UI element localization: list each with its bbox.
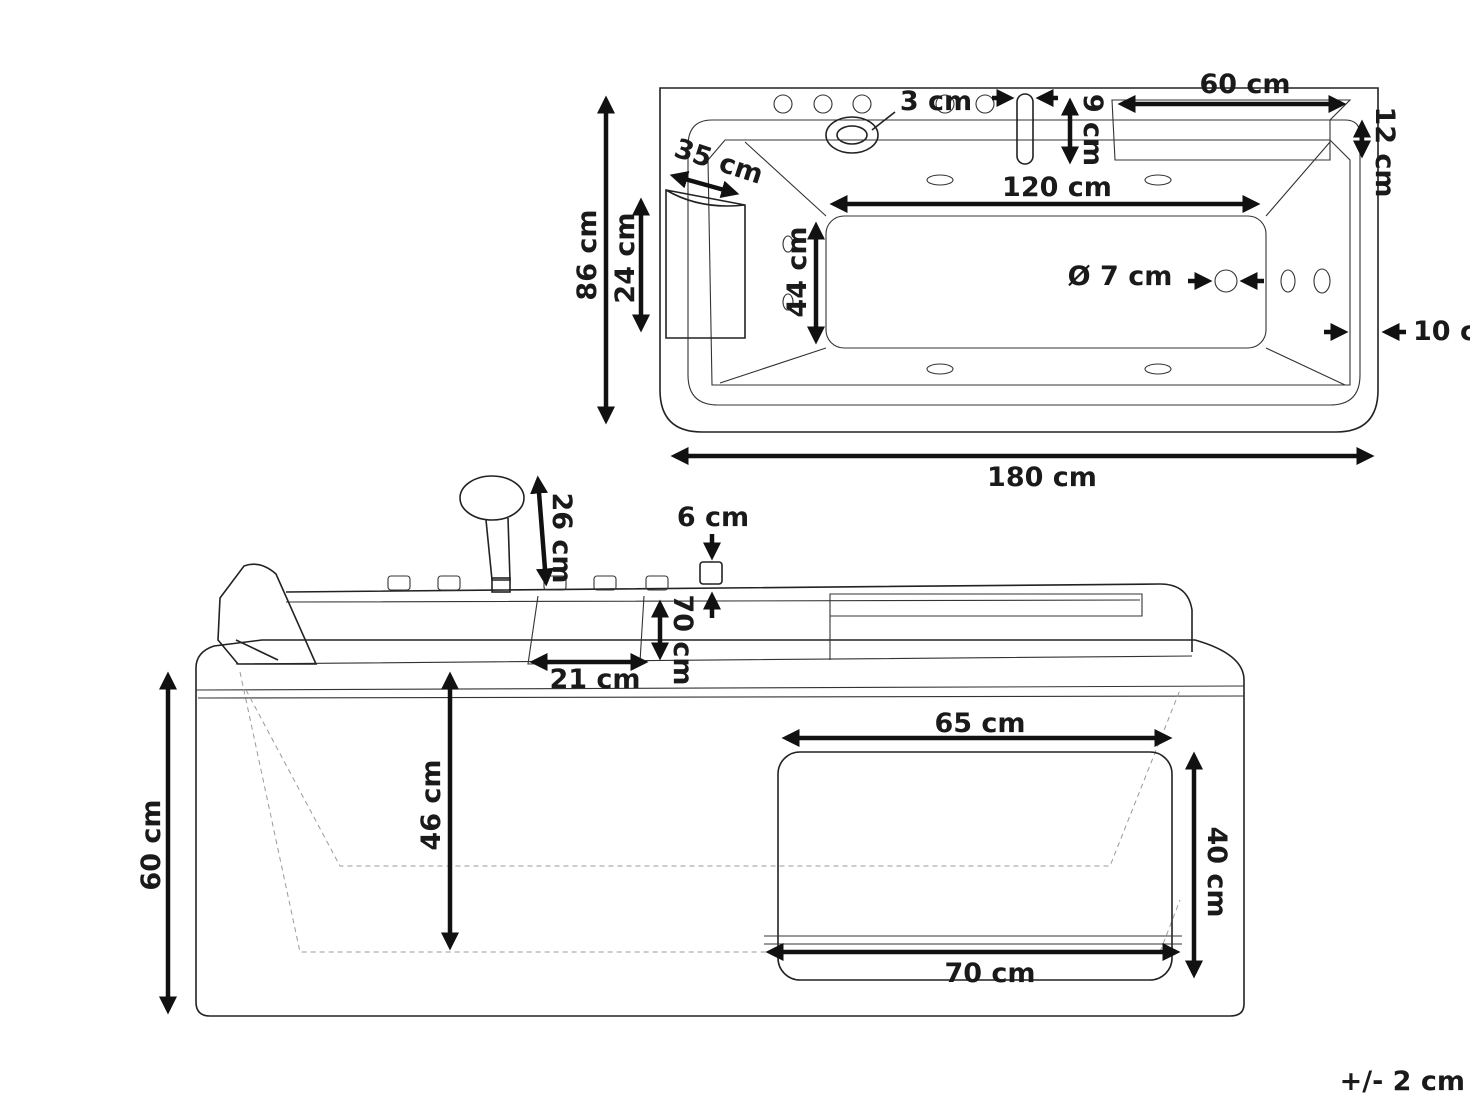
top-handshower <box>825 111 896 154</box>
side-handshower <box>459 475 525 593</box>
side-access-width-label: 65 cm <box>934 708 1025 739</box>
top-pillow <box>665 189 746 339</box>
top-basin-slants <box>719 141 1346 386</box>
side-shelf <box>829 593 1143 660</box>
top-spout <box>1016 93 1034 165</box>
side-hidden-interior <box>239 671 1181 953</box>
side-control-panel <box>527 595 645 665</box>
top-basin-floor <box>825 215 1267 349</box>
top-drain-diameter-label: Ø 7 cm <box>1068 261 1173 292</box>
side-headrest <box>217 563 318 665</box>
top-pillow-width-label: 35 cm <box>671 133 767 191</box>
side-spout <box>699 561 723 585</box>
side-access-bottom-label: 70 cm <box>944 958 1035 989</box>
side-rim-line-1 <box>195 685 1245 691</box>
side-body-outline <box>195 639 1245 1017</box>
side-access-rail <box>764 935 1182 945</box>
top-drain <box>1214 269 1238 293</box>
top-width-label: 86 cm <box>572 209 603 300</box>
top-jets <box>782 174 1331 375</box>
top-inner-length-label: 120 cm <box>1002 172 1112 203</box>
top-shelf-width-label: 60 cm <box>1199 69 1290 100</box>
top-control-knobs <box>773 94 995 114</box>
tolerance-note: +/- 2 cm <box>1340 1066 1465 1097</box>
top-faucet-depth-label: 9 cm <box>1077 94 1108 166</box>
side-panel-width-label: 21 cm <box>549 664 640 695</box>
top-shelf-depth-label: 12 cm <box>1369 106 1400 197</box>
top-rim-offset-label: 10 c <box>1413 316 1470 347</box>
top-outer-shell <box>659 87 1379 433</box>
top-inner-width-label: 44 cm <box>782 226 813 317</box>
side-control-knobs <box>387 575 669 591</box>
side-access-panel <box>777 751 1173 981</box>
side-spout-height-label: 6 cm <box>677 502 749 533</box>
side-total-height-label: 60 cm <box>136 799 167 890</box>
side-inner-depth-label: 46 cm <box>416 759 447 850</box>
top-length-label: 180 cm <box>987 462 1097 493</box>
top-view: 86 cm 180 cm 60 cm 12 cm 3 cm 9 cm 35 cm… <box>572 69 1470 493</box>
side-top-edge <box>285 583 1193 652</box>
side-rim-line-2 <box>197 695 1245 699</box>
top-shelf <box>1111 99 1352 161</box>
side-view: 60 cm 46 cm 26 cm 6 cm 70 cm 21 cm 65 cm… <box>136 475 1245 1017</box>
top-faucet-offset-label: 3 cm <box>900 86 972 117</box>
side-panel-step-label: 70 cm <box>667 594 698 685</box>
side-shower-height-label: 26 cm <box>546 492 577 583</box>
side-access-height-label: 40 cm <box>1201 826 1232 917</box>
top-pillow-height-label: 24 cm <box>610 212 641 303</box>
